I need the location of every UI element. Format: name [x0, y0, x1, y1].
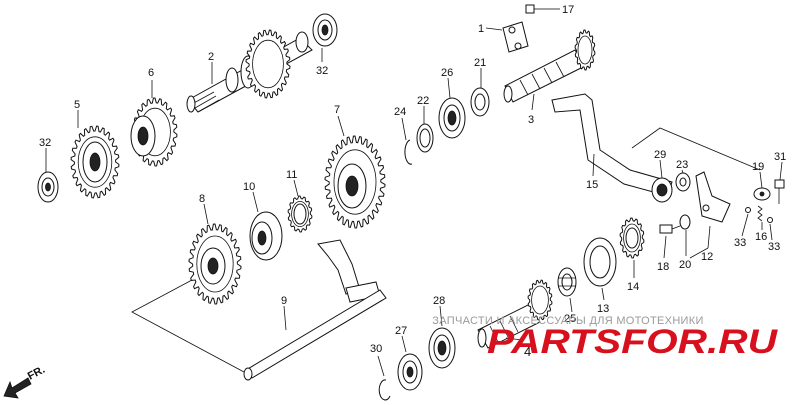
- gear-6-bore: [137, 126, 149, 146]
- label-30: 30: [370, 343, 382, 355]
- label-19: 19: [752, 161, 764, 173]
- label-15: 15: [586, 179, 598, 191]
- bearing-32-left: [37, 171, 59, 203]
- label-3: 3: [528, 114, 534, 126]
- label-33-right: 33: [768, 241, 780, 253]
- label-27: 27: [395, 325, 407, 337]
- label-4: 4: [524, 344, 531, 359]
- dog-ring-13: [583, 237, 617, 287]
- bearing-32-top: [312, 13, 338, 47]
- ball-33b: [767, 217, 773, 223]
- bearing-27: [397, 353, 423, 391]
- label-22: 22: [417, 95, 429, 107]
- reference-line-right: [689, 247, 709, 259]
- bolt-17: [525, 4, 548, 14]
- label-18: 18: [657, 261, 669, 273]
- countershaft-part-4: [477, 303, 541, 349]
- part-number-labels: 1 17 2 32 6 5 32 7 24 22 26 21 3 15 29 2…: [39, 4, 786, 359]
- label-2: 2: [208, 51, 214, 63]
- label-32-top: 32: [316, 65, 328, 77]
- arrow-icon: [3, 377, 32, 399]
- needle-bearing-25: [557, 267, 577, 297]
- label-9: 9: [281, 295, 287, 307]
- gear-10: [249, 211, 283, 261]
- reference-line-fork: [131, 279, 245, 373]
- countershaft-4-gear: [527, 279, 553, 321]
- shift-arm-15: [551, 93, 673, 197]
- ball-33a: [745, 207, 751, 213]
- label-26: 26: [441, 67, 453, 79]
- watermark-brand: PARTSFOR.RU: [487, 323, 779, 361]
- washer-19: [753, 187, 771, 201]
- label-16: 16: [755, 231, 767, 243]
- label-29: 29: [654, 149, 666, 161]
- label-25: 25: [564, 313, 576, 325]
- bearing-28: [428, 327, 456, 369]
- countershaft-part-3: [503, 49, 586, 103]
- front-direction-indicator: FR.: [3, 364, 47, 399]
- watermark-tagline: ЗАПЧАСТИ И АКСЕССУАРЫ ДЛЯ МОТОТЕХНИКИ: [432, 315, 703, 327]
- front-label: FR.: [26, 364, 47, 383]
- countershaft-gear: [574, 29, 596, 71]
- label-24: 24: [394, 106, 406, 118]
- stopper-plate-12: [695, 171, 731, 223]
- washer-20: [679, 214, 691, 230]
- label-12: 12: [701, 251, 713, 263]
- circlip-30: [378, 379, 391, 401]
- bolt-18: [659, 224, 681, 234]
- gear-on-mainshaft: [245, 29, 291, 99]
- gear-8-bore: [207, 257, 219, 275]
- bushing-29: [651, 177, 673, 203]
- bolt-31: [774, 179, 785, 204]
- label-6: 6: [148, 67, 154, 79]
- label-20: 20: [679, 259, 691, 271]
- spring-16: [757, 205, 763, 222]
- label-8: 8: [199, 193, 205, 205]
- label-13: 13: [597, 303, 609, 315]
- gear-14-hub: [625, 227, 639, 249]
- label-5: 5: [74, 99, 80, 111]
- label-32-left: 32: [39, 137, 51, 149]
- reference-line-upper-right: [631, 127, 761, 171]
- label-21: 21: [474, 57, 486, 69]
- gear-5-bore: [89, 152, 101, 172]
- shift-fork-9: [243, 239, 387, 381]
- washer-21: [470, 87, 490, 117]
- gear-7-bore: [345, 175, 359, 197]
- gear-11-hub: [293, 203, 307, 225]
- label-10: 10: [243, 181, 255, 193]
- label-17: 17: [562, 4, 574, 16]
- label-31: 31: [774, 151, 786, 163]
- label-7: 7: [334, 104, 340, 116]
- label-28: 28: [433, 295, 445, 307]
- label-1: 1: [478, 23, 484, 35]
- label-11: 11: [286, 169, 297, 181]
- label-14: 14: [627, 281, 639, 293]
- watermark: ЗАПЧАСТИ И АКСЕССУАРЫ ДЛЯ МОТОТЕХНИКИ PA…: [432, 315, 778, 361]
- bearing-26: [438, 97, 466, 139]
- leader-lines: [45, 8, 783, 377]
- label-23: 23: [676, 159, 688, 171]
- circlip-24: [404, 139, 413, 165]
- label-33-left: 33: [734, 237, 746, 249]
- washer-23: [675, 172, 691, 192]
- plate-part-1: [502, 21, 529, 53]
- washer-22: [416, 123, 434, 153]
